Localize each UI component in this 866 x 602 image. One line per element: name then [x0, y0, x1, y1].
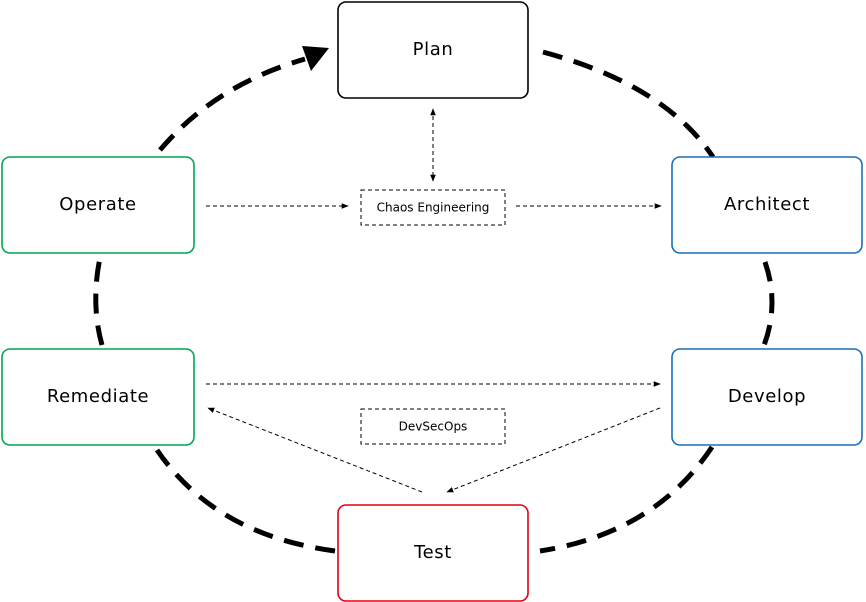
tag-devsecops-label: DevSecOps: [399, 420, 468, 434]
node-remediate-box: [1, 348, 195, 446]
cycle-arrowhead: [302, 46, 329, 71]
cycle-segment-operate-plan: [158, 56, 306, 152]
node-test-label: Test: [413, 542, 452, 563]
node-remediate-label: Remediate: [47, 386, 149, 407]
tag-devsecops: DevSecOps: [360, 408, 506, 445]
node-develop-box: [671, 348, 863, 446]
tag-chaos-engineering-box: [360, 189, 506, 226]
node-develop-label: Develop: [728, 386, 806, 407]
node-plan-box: [337, 1, 529, 99]
node-architect-label: Architect: [724, 194, 810, 215]
node-test: Test: [337, 504, 529, 602]
node-architect-box: [671, 156, 863, 254]
tag-chaos-engineering-label: Chaos Engineering: [377, 201, 490, 215]
node-operate-box: [1, 156, 195, 254]
connector-develop-test: [446, 407, 661, 493]
cycle-segment-architect-develop: [760, 261, 775, 349]
connector-test-remediate: [207, 407, 423, 493]
node-plan-label: Plan: [413, 39, 454, 60]
node-operate: Operate: [1, 156, 195, 254]
cycle-path: [93, 49, 775, 554]
cycle-segment-test-remediate: [154, 448, 336, 554]
node-operate-label: Operate: [59, 194, 136, 215]
node-architect: Architect: [671, 156, 863, 254]
cycle-segment-plan-architect: [542, 49, 716, 159]
cycle-segment-remediate-operate: [93, 252, 105, 346]
tag-chaos-engineering: Chaos Engineering: [360, 189, 506, 226]
inner-connectors: [206, 108, 662, 493]
cycle-segment-develop-test: [539, 445, 715, 554]
tag-devsecops-box: [360, 408, 506, 445]
node-plan: Plan: [337, 1, 529, 99]
node-remediate: Remediate: [1, 348, 195, 446]
node-test-box: [337, 504, 529, 602]
node-develop: Develop: [671, 348, 863, 446]
